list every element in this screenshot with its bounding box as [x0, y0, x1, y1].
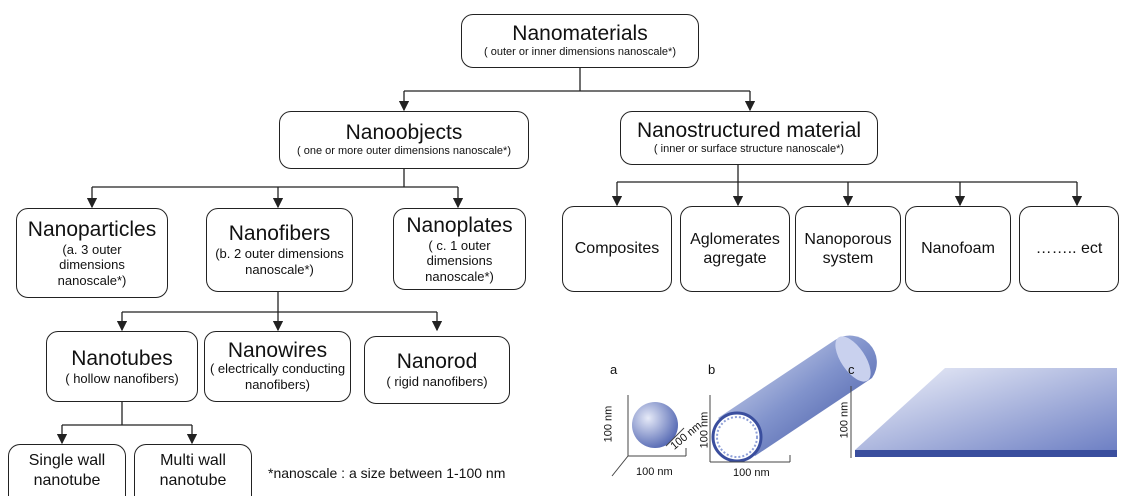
type-ect: …….. ect	[1019, 206, 1119, 292]
node-subtitle: ( hollow nanofibers)	[65, 370, 179, 386]
node-title: Nanoobjects	[345, 121, 463, 145]
nanotubes-node: Nanotubes ( hollow nanofibers)	[46, 331, 198, 402]
nanostructured-node: Nanostructured material ( inner or surfa…	[620, 111, 878, 165]
node-subtitle: ( c. 1 outer dimensions nanoscale*)	[425, 237, 494, 284]
panel-b-label: b	[708, 362, 716, 377]
footnote: *nanoscale : a size between 1-100 nm	[268, 465, 506, 481]
plate-icon	[850, 368, 1117, 458]
nanomaterials-node: Nanomaterials ( outer or inner dimension…	[461, 14, 699, 68]
a-width-label: 100 nm	[636, 466, 673, 478]
nanoplates-node: Nanoplates ( c. 1 outer dimensions nanos…	[393, 208, 526, 290]
node-subtitle: ( rigid nanofibers)	[386, 374, 488, 390]
tube-icon	[709, 335, 877, 463]
nanowires-node: Nanowires ( electrically conducting nano…	[204, 331, 351, 402]
nanoobjects-node: Nanoobjects ( one or more outer dimensio…	[279, 111, 529, 169]
node-title: Nanoparticles	[27, 217, 157, 241]
node-subtitle: ( electrically conducting nanofibers)	[209, 361, 346, 392]
type-nanoporous: Nanoporous system	[795, 206, 901, 292]
node-title: Nanomaterials	[512, 22, 648, 46]
node-title: Nanofibers	[228, 222, 331, 246]
c-height-label: 100 nm	[838, 401, 851, 439]
node-title: Nanoplates	[406, 213, 513, 237]
node-subtitle: ( inner or surface structure nanoscale*)	[653, 143, 845, 156]
type-nanofoam: Nanofoam	[905, 206, 1011, 292]
node-subtitle: ( outer or inner dimensions nanoscale*)	[484, 46, 676, 59]
nanorod-node: Nanorod ( rigid nanofibers)	[364, 336, 510, 404]
nanoparticles-node: Nanoparticles (a. 3 outer dimensions nan…	[16, 208, 168, 298]
type-composites: Composites	[562, 206, 672, 292]
panel-a-label: a	[610, 362, 618, 377]
b-width-label: 100 nm	[733, 467, 770, 479]
node-subtitle: ( one or more outer dimensions nanoscale…	[296, 145, 511, 158]
multi-wall-node: Multi wall nanotube	[134, 444, 252, 496]
node-title: Nanorod	[396, 350, 478, 374]
single-wall-node: Single wall nanotube	[8, 444, 126, 496]
b-height-label: 100 nm	[698, 411, 711, 449]
a-height-label: 100 nm	[602, 405, 615, 443]
node-subtitle: (b. 2 outer dimensions nanoscale*)	[215, 246, 344, 278]
node-subtitle: (a. 3 outer dimensions nanoscale*)	[57, 241, 127, 288]
nanofibers-node: Nanofibers (b. 2 outer dimensions nanosc…	[206, 208, 353, 292]
node-title: Nanotubes	[71, 346, 173, 370]
node-title: Nanostructured material	[636, 119, 862, 143]
sphere-icon	[611, 395, 687, 477]
panel-c-label: c	[848, 362, 855, 377]
type-aglomerates: Aglomerates agregate	[680, 206, 790, 292]
node-title: Nanowires	[227, 339, 328, 363]
